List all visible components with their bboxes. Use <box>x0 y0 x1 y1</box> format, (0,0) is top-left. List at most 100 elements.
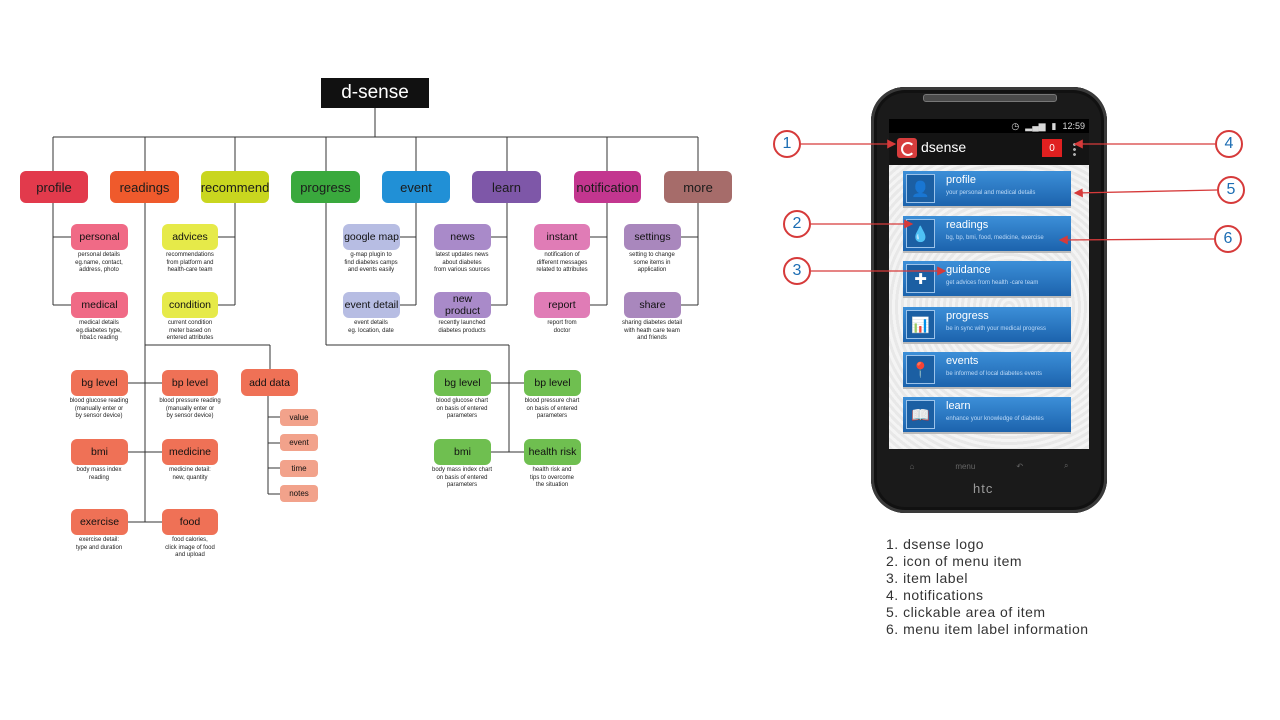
category-notification: notification <box>574 171 641 203</box>
home-icon[interactable]: ⌂ <box>909 461 915 471</box>
category-recommend: recommend <box>201 171 269 203</box>
menu-item-label: progress <box>946 310 989 322</box>
node-bg-level-progress: bg level <box>434 370 491 396</box>
desc-medicine: medicine detail: new, quantity <box>169 467 211 481</box>
desc-news: latest updates news about diabetes from … <box>434 252 490 273</box>
node-bmi-reading: bmi <box>71 439 128 465</box>
back-icon[interactable]: ↶ <box>1016 461 1024 471</box>
desc-bp-level-reading: blood pressure reading (manually enter o… <box>159 398 221 419</box>
node-health-risk: health risk <box>524 439 581 465</box>
menu-item-events[interactable]: 📍 events be informed of local diabetes e… <box>903 352 1071 387</box>
app-title: dsense <box>921 139 967 155</box>
menu-item-profile[interactable]: 👤 profile your personal and medical deta… <box>903 171 1071 206</box>
node-event-detail: event detail <box>343 292 400 318</box>
node-notes: notes <box>280 485 318 502</box>
legend-item: 5. clickable area of item <box>886 604 1046 620</box>
desc-personal: personal details eg.name, contact, addre… <box>75 252 123 273</box>
menu-item-label: profile <box>946 174 976 186</box>
menu-key[interactable]: menu <box>955 461 976 471</box>
desc-medical: medical details eg.diabetes type, hba1c … <box>76 320 122 341</box>
callout-2: 2 <box>783 210 811 238</box>
progress-icon: 📊 <box>906 310 935 339</box>
speaker-grille <box>923 94 1057 102</box>
legend-item: 2. icon of menu item <box>886 553 1023 569</box>
legend-item: 1. dsense logo <box>886 536 985 552</box>
node-report: report <box>534 292 590 318</box>
node-medical: medical <box>71 292 128 318</box>
search-icon[interactable]: ⌕ <box>1064 461 1069 470</box>
menu-item-learn[interactable]: 📖 learn enhance your knowledge of diabet… <box>903 397 1071 432</box>
node-value: value <box>280 409 318 426</box>
category-more: more <box>664 171 732 203</box>
node-condition: condition <box>162 292 218 318</box>
status-bar: ◷ ▂▄▆ ▮ 12:59 <box>889 119 1089 133</box>
menu-list: 👤 profile your personal and medical deta… <box>889 165 1089 449</box>
legend-item: 6. menu item label information <box>886 621 1089 637</box>
phone-device: ◷ ▂▄▆ ▮ 12:59 dsense 0 👤 profile your pe… <box>871 87 1107 513</box>
node-event-sub: event <box>280 434 318 451</box>
category-readings: readings <box>110 171 179 203</box>
category-learn: learn <box>472 171 541 203</box>
node-food: food <box>162 509 218 535</box>
category-progress: progress <box>291 171 360 203</box>
dsense-logo-icon[interactable] <box>897 138 917 158</box>
desc-new-product: recently launched diabetes products <box>438 320 486 334</box>
node-new-product: new product <box>434 292 491 318</box>
desc-bg-level-progress: blood glucose chart on basis of entered … <box>435 398 489 419</box>
node-settings: settings <box>624 224 681 250</box>
status-time: 12:59 <box>1062 121 1085 131</box>
node-bp-level-progress: bp level <box>524 370 581 396</box>
menu-item-label: guidance <box>946 264 991 276</box>
legend-item: 4. notifications <box>886 587 984 603</box>
tree-connectors <box>52 108 699 523</box>
node-news: news <box>434 224 491 250</box>
notification-badge[interactable]: 0 <box>1042 139 1062 157</box>
node-bmi-progress: bmi <box>434 439 491 465</box>
brand-logo: htc <box>973 481 994 496</box>
guidance-icon: ✚ <box>906 264 935 293</box>
desc-instant: notification of different messages relat… <box>536 252 588 273</box>
callout-1: 1 <box>773 130 801 158</box>
desc-bp-level-progress: blood pressure chart on basis of entered… <box>524 398 580 419</box>
desc-bmi-progress: body mass index chart on basis of entere… <box>431 467 493 488</box>
learn-icon: 📖 <box>906 400 935 429</box>
menu-item-guidance[interactable]: ✚ guidance get advices from health -care… <box>903 261 1071 296</box>
battery-icon: ▮ <box>1051 120 1057 131</box>
menu-item-info: enhance your knowledge of diabetes <box>946 416 1044 422</box>
overflow-menu-icon[interactable] <box>1073 142 1076 156</box>
node-bg-level-reading: bg level <box>71 370 128 396</box>
menu-item-progress[interactable]: 📊 progress be in sync with your medical … <box>903 307 1071 342</box>
menu-item-readings[interactable]: 💧 readings bg, bp, bmi, food, medicine, … <box>903 216 1071 251</box>
node-instant: instant <box>534 224 590 250</box>
desc-health-risk: health risk and tips to overcome the sit… <box>529 467 575 488</box>
legend: 1. dsense logo 2. icon of menu item 3. i… <box>886 536 1089 638</box>
desc-bmi-reading: body mass index reading <box>76 467 122 481</box>
desc-exercise: exercise detail: type and duration <box>75 537 123 551</box>
app-bar: dsense 0 <box>889 133 1089 165</box>
category-event: event <box>382 171 450 203</box>
menu-item-info: be informed of local diabetes events <box>946 371 1043 377</box>
callout-6: 6 <box>1214 225 1242 253</box>
events-icon: 📍 <box>906 355 935 384</box>
hardware-nav-bar: ⌂ menu ↶ ⌕ <box>889 455 1089 477</box>
menu-item-info: get advices from health -care team <box>946 280 1039 286</box>
phone-screen: ◷ ▂▄▆ ▮ 12:59 dsense 0 👤 profile your pe… <box>889 119 1089 449</box>
desc-advices: recommendations from platform and health… <box>166 252 214 273</box>
node-time: time <box>280 460 318 477</box>
signal-icon: ▂▄▆ <box>1025 120 1046 131</box>
menu-item-info: your personal and medical details <box>946 190 1036 196</box>
node-advices: advices <box>162 224 218 250</box>
node-medicine: medicine <box>162 439 218 465</box>
legend-item: 3. item label <box>886 570 968 586</box>
desc-report: report from doctor <box>547 320 577 334</box>
person-icon: 👤 <box>906 174 935 203</box>
desc-event-detail: event details eg. location, date <box>348 320 394 334</box>
callout-5: 5 <box>1217 176 1245 204</box>
node-personal: personal <box>71 224 128 250</box>
menu-item-info: be in sync with your medical progress <box>946 326 1047 332</box>
menu-item-label: readings <box>946 219 989 231</box>
menu-item-info: bg, bp, bmi, food, medicine, exercise <box>946 235 1044 241</box>
node-exercise: exercise <box>71 509 128 535</box>
desc-share: sharing diabetes detail with heath care … <box>621 320 683 341</box>
